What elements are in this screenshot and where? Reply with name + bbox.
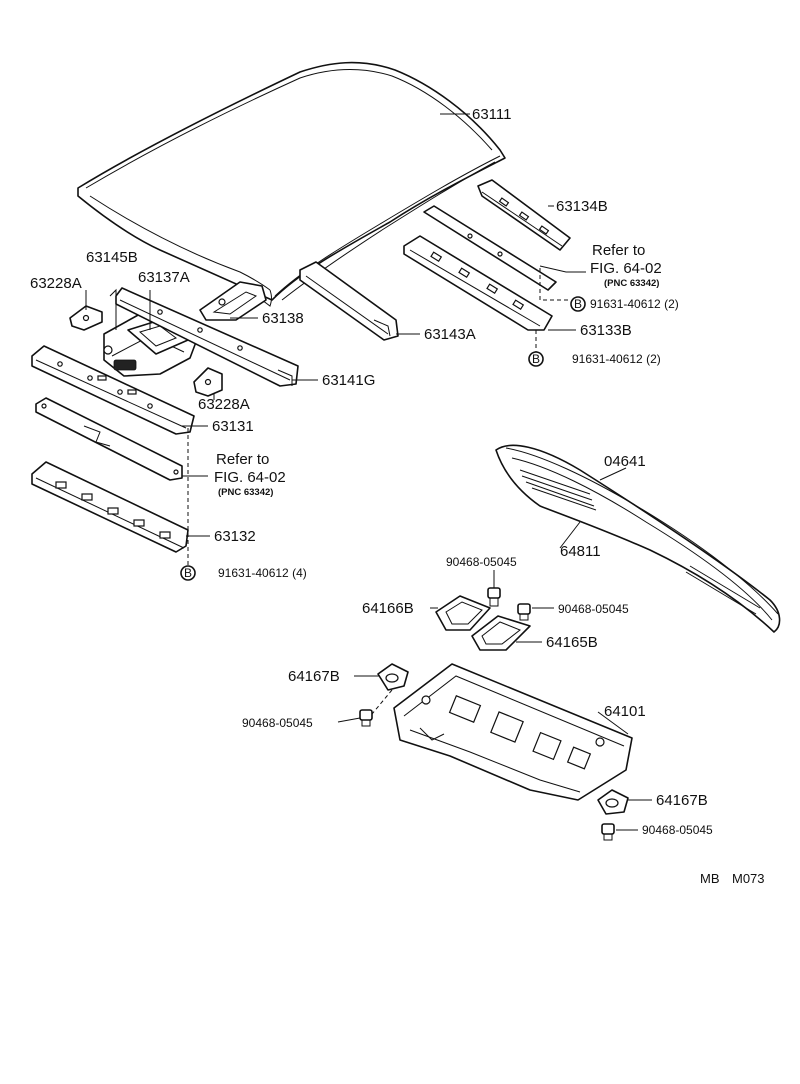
reference-upper: Refer to FIG. 64-02 (PNC 63342) [590, 242, 662, 289]
grommet-right-drawing [597, 789, 629, 815]
label-screw-rear-upper: 91631-40612 (2) [590, 297, 679, 311]
rail-63133b-drawing [403, 235, 553, 331]
rail-center-strip-drawing [423, 205, 557, 291]
label-screw-front: 91631-40612 (4) [218, 566, 307, 580]
reference-lower: Refer to FIG. 64-02 (PNC 63342) [214, 451, 286, 498]
label-63131: 63131 [212, 418, 254, 435]
label-63228a-left: 63228A [30, 275, 82, 292]
ref-lower-fig: FIG. 64-02 [214, 469, 286, 486]
label-63134b: 63134B [556, 198, 608, 215]
grommet-left-drawing [377, 663, 409, 691]
label-clip-right: 90468-05045 [558, 602, 629, 616]
bolt-symbol-rear-lower: B [528, 351, 544, 367]
clip-bottom-drawing [601, 823, 615, 841]
rail-63131-drawing [35, 397, 183, 481]
label-63111: 63111 [472, 106, 512, 123]
label-63137a: 63137A [138, 269, 190, 286]
label-clip-bottom: 90468-05045 [642, 823, 713, 837]
ref-lower-pnc: (PNC 63342) [218, 487, 273, 498]
label-64165b: 64165B [546, 634, 598, 651]
package-tray-drawing [393, 663, 633, 801]
bolt-symbol-label: B [574, 297, 582, 311]
bolt-symbol-label: B [184, 566, 192, 580]
bracket-63228a-center-drawing [193, 367, 223, 397]
ref-lower-refer: Refer to [216, 451, 269, 468]
clip-left-drawing [359, 709, 373, 727]
label-clip-top: 90468-05045 [446, 555, 517, 569]
footer-code-left: MB [700, 871, 720, 886]
clip-top-drawing [487, 587, 501, 607]
footer-code-right: M073 [732, 871, 765, 886]
rail-63132-drawing [31, 461, 189, 553]
label-64167b-right: 64167B [656, 792, 708, 809]
label-63133b: 63133B [580, 322, 632, 339]
rail-63134b-drawing [477, 179, 571, 251]
bolt-symbol-rear-upper: B [570, 296, 586, 312]
label-63138: 63138 [262, 310, 304, 327]
roof-panel-drawing [77, 61, 506, 307]
ref-upper-pnc: (PNC 63342) [604, 278, 659, 289]
label-64167b-left: 64167B [288, 668, 340, 685]
label-63145b: 63145B [86, 249, 138, 266]
ref-upper-refer: Refer to [592, 242, 645, 259]
clip-right-drawing [517, 603, 531, 621]
label-64101: 64101 [604, 703, 646, 720]
label-screw-rear-lower: 91631-40612 (2) [572, 352, 661, 366]
bolt-symbol-label: B [532, 352, 540, 366]
bolt-symbol-front: B [180, 565, 196, 581]
rail-63143a-drawing [299, 261, 399, 341]
package-tray-panel-drawing [495, 444, 781, 633]
label-64166b: 64166B [362, 600, 414, 617]
label-64811: 64811 [560, 543, 601, 560]
label-63132: 63132 [214, 528, 256, 545]
ref-upper-fig: FIG. 64-02 [590, 260, 662, 277]
bracket-63138-drawing [199, 281, 267, 321]
label-63141g: 63141G [322, 372, 375, 389]
cover-64166b-drawing [435, 595, 491, 631]
rail-front-upper-drawing [31, 345, 195, 435]
label-04641: 04641 [604, 453, 646, 470]
label-clip-left: 90468-05045 [242, 716, 313, 730]
leader-lines [85, 113, 652, 831]
cover-64165b-drawing [471, 615, 531, 651]
label-63143a: 63143A [424, 326, 476, 343]
label-63228a-center: 63228A [198, 396, 250, 413]
